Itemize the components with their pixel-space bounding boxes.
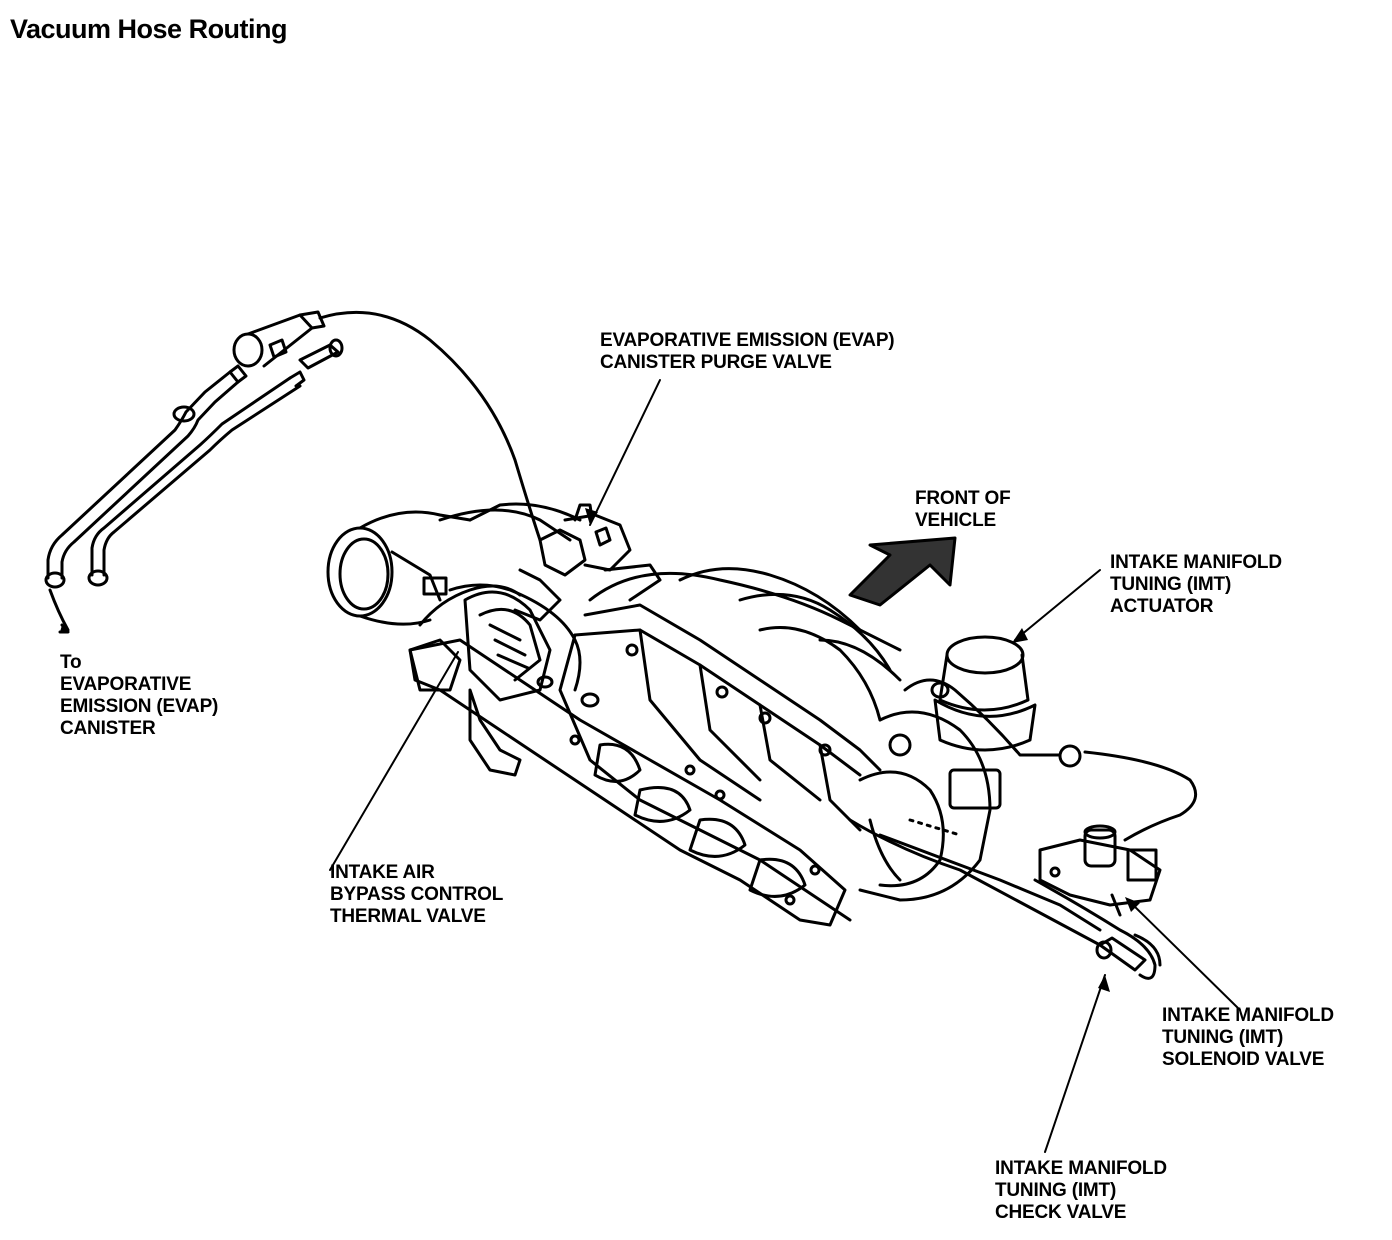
imt-check-valve <box>1095 936 1147 972</box>
leader-arrowheads <box>585 508 1140 992</box>
purge-hose <box>318 310 542 542</box>
imt-valve-body <box>858 710 1002 902</box>
label-evap-canister: To EVAPORATIVE EMISSION (EVAP) CANISTER <box>60 652 219 739</box>
plenum-body <box>558 603 882 922</box>
label-front-of-vehicle: FRONT OF VEHICLE <box>915 488 1011 531</box>
throttle-body <box>326 502 582 626</box>
front-of-vehicle-arrow <box>848 536 957 607</box>
evap-filter <box>228 310 344 388</box>
label-thermal-valve: INTAKE AIR BYPASS CONTROL THERMAL VALVE <box>330 862 504 927</box>
intake-runners <box>588 567 902 722</box>
label-imt-solenoid-valve: INTAKE MANIFOLD TUNING (IMT) SOLENOID VA… <box>1162 1005 1334 1070</box>
page-title: Vacuum Hose Routing <box>10 14 288 44</box>
label-imt-check-valve: INTAKE MANIFOLD TUNING (IMT) CHECK VALVE <box>995 1158 1167 1223</box>
manifold-flange <box>408 638 847 927</box>
imt-actuator <box>930 635 1037 752</box>
leader-lines <box>329 379 1241 1153</box>
thermal-valve-assembly <box>408 583 600 777</box>
imt-solenoid-valve <box>1038 824 1162 917</box>
label-imt-actuator: INTAKE MANIFOLD TUNING (IMT) ACTUATOR <box>1110 552 1282 617</box>
label-purge-valve: EVAPORATIVE EMISSION (EVAP) CANISTER PUR… <box>600 330 895 373</box>
imt-hoses <box>848 678 1198 980</box>
evap-hose-lines <box>44 370 302 634</box>
